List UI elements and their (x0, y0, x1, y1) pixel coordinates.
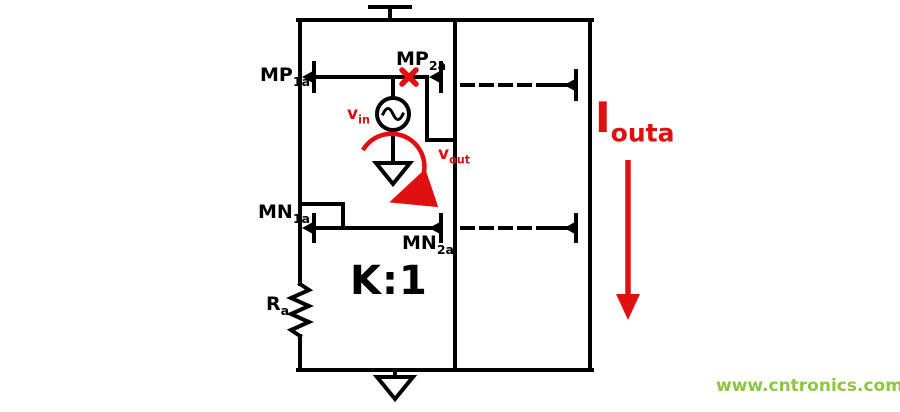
vdd-supply-symbol (368, 5, 412, 22)
watermark-text: www.cntronics.com (716, 376, 900, 396)
label-mp1a: MP1a (260, 64, 311, 89)
mn1a-arrow-icon (302, 222, 313, 234)
mp2a-diode-wire (425, 75, 457, 142)
sine-wave-icon (381, 107, 405, 121)
label-mn1a: MN1a (258, 201, 310, 226)
label-ra: Ra (266, 293, 290, 318)
label-ratio-k1: K:1 (350, 258, 428, 304)
iouta-current-arrow-icon (616, 160, 640, 320)
vin-source (375, 75, 411, 165)
wires (286, 5, 594, 403)
mn2a-arrow-icon (429, 222, 440, 234)
ground-symbol-vin (371, 161, 415, 188)
label-mp2a: MP2a (396, 48, 447, 73)
loop-direction-arrow-icon (361, 131, 439, 208)
mp1a-arrow-icon (302, 71, 313, 83)
label-iouta: Iouta (595, 93, 675, 148)
transistor-arrows (302, 71, 575, 234)
label-vin: vin (347, 104, 370, 127)
loop-break-x-icon (399, 67, 419, 87)
mn1a-diode-wire (298, 202, 345, 230)
label-vout: vout (438, 144, 471, 167)
output-nmos-arrow-icon (564, 222, 575, 234)
label-mn2a: MN2a (402, 232, 454, 257)
output-pmos-arrow-icon (564, 79, 575, 91)
mp2a-arrow-icon (429, 71, 440, 83)
resistor-ra (286, 281, 314, 339)
ground-symbol-bottom (372, 368, 418, 403)
red-annotations (361, 67, 640, 320)
